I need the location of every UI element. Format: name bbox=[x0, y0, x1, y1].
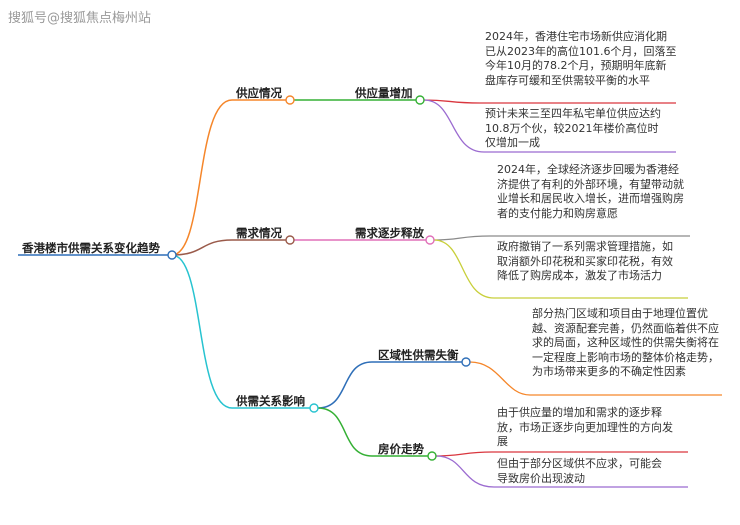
regional-imbalance-collapse-toggle[interactable] bbox=[461, 357, 471, 367]
node-supply-increase[interactable]: 供应量增加 bbox=[355, 86, 413, 100]
leaf-rational-market[interactable]: 由于供应量的增加和需求的逐步释放，市场正逐步向更加理性的方向发展 bbox=[497, 406, 673, 449]
leaf-line bbox=[423, 99, 676, 153]
leaf-line bbox=[433, 235, 690, 241]
branch-impact-line bbox=[171, 254, 310, 409]
price-trend-line bbox=[317, 407, 428, 457]
node-demand-release[interactable]: 需求逐步释放 bbox=[355, 226, 424, 240]
leaf-supply-absorption[interactable]: 2024年，香港住宅市场新供应消化期已从2023年的高位101.6个月，回落至今… bbox=[485, 30, 677, 87]
supply-collapse-toggle[interactable] bbox=[285, 95, 295, 105]
branch-supply[interactable]: 供应情况 bbox=[236, 86, 282, 100]
root-node[interactable]: 香港楼市供需关系变化趋势 bbox=[22, 241, 160, 255]
leaf-policy-relief[interactable]: 政府撤销了一系列需求管理措施，如取消额外印花税和买家印花税，有效降低了购房成本，… bbox=[497, 240, 673, 283]
supply-increase-collapse-toggle[interactable] bbox=[415, 95, 425, 105]
root-collapse-toggle[interactable] bbox=[167, 250, 177, 260]
leaf-line bbox=[469, 361, 722, 396]
leaf-price-fluctuation[interactable]: 但由于部分区域供不应求，可能会导致房价出现波动 bbox=[497, 457, 662, 485]
price-trend-collapse-toggle[interactable] bbox=[427, 451, 437, 461]
node-regional-imbalance[interactable]: 区域性供需失衡 bbox=[378, 348, 459, 362]
branch-impact[interactable]: 供需关系影响 bbox=[236, 394, 305, 408]
branch-demand[interactable]: 需求情况 bbox=[236, 226, 282, 240]
demand-release-collapse-toggle[interactable] bbox=[425, 235, 435, 245]
node-price-trend[interactable]: 房价走势 bbox=[378, 442, 424, 456]
demand-collapse-toggle[interactable] bbox=[285, 235, 295, 245]
leaf-line bbox=[423, 99, 676, 104]
watermark: 搜狐号@搜狐焦点梅州站 bbox=[8, 11, 152, 26]
branch-supply-line bbox=[171, 99, 286, 256]
leaf-line bbox=[433, 239, 688, 299]
leaf-line bbox=[435, 451, 688, 457]
leaf-economy-recovery[interactable]: 2024年，全球经济逐步回暖为香港经济提供了有利的外部环境，有望带动就业增长和居… bbox=[497, 163, 684, 220]
branch-demand-line bbox=[171, 239, 286, 256]
impact-collapse-toggle[interactable] bbox=[309, 403, 319, 413]
leaf-supply-forecast[interactable]: 预计未来三至四年私宅单位供应达约10.8万个伙，较2021年楼价高位时仅增加一成 bbox=[485, 107, 661, 150]
leaf-line bbox=[435, 455, 688, 488]
leaf-regional-imbalance[interactable]: 部分热门区域和项目由于地理位置优越、资源配套完善，仍然面临着供不应求的局面，这种… bbox=[532, 307, 719, 379]
regional-imbalance-line bbox=[317, 361, 462, 409]
